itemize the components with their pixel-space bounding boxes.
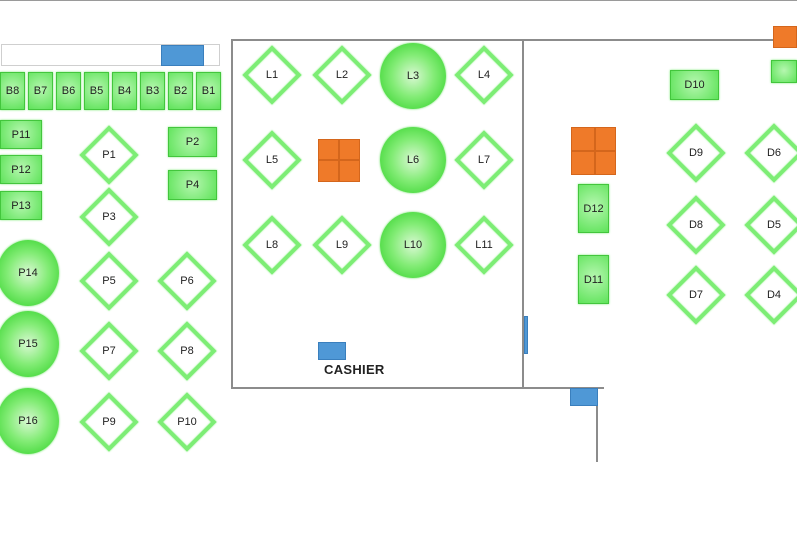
table-d7[interactable]: D7	[666, 265, 726, 325]
lounge-wall-right	[522, 39, 524, 389]
table-b3[interactable]: B3	[140, 72, 165, 110]
table-d5[interactable]: D5	[744, 195, 797, 255]
table-b6[interactable]: B6	[56, 72, 81, 110]
table-p12[interactable]: P12	[0, 155, 42, 184]
table-b2[interactable]: B2	[168, 72, 193, 110]
table-d10[interactable]: D10	[670, 70, 719, 100]
table-l9[interactable]: L9	[312, 215, 372, 275]
table-l10[interactable]: L10	[380, 212, 446, 278]
dining-wall-top	[524, 39, 797, 41]
table-p1[interactable]: P1	[79, 125, 139, 185]
table-p10[interactable]: P10	[157, 392, 217, 452]
lounge-wall-left	[231, 39, 233, 389]
table-d6[interactable]: D6	[744, 123, 797, 183]
cashier-label: CASHIER	[324, 362, 385, 377]
table-b7[interactable]: B7	[28, 72, 53, 110]
table-p3[interactable]: P3	[79, 187, 139, 247]
furniture-block	[571, 127, 595, 151]
table-b5[interactable]: B5	[84, 72, 109, 110]
table-d4[interactable]: D4	[744, 265, 797, 325]
lounge-wall-top	[231, 39, 524, 41]
furniture-block	[339, 160, 360, 182]
table-l3[interactable]: L3	[380, 43, 446, 109]
table-p11[interactable]: P11	[0, 120, 42, 149]
table-p7[interactable]: P7	[79, 321, 139, 381]
table-p6[interactable]: P6	[157, 251, 217, 311]
dining-wall-bottom	[524, 387, 604, 389]
table-l1[interactable]: L1	[242, 45, 302, 105]
table-l5[interactable]: L5	[242, 130, 302, 190]
table-d12[interactable]: D12	[578, 184, 609, 233]
table-p15[interactable]: P15	[0, 311, 59, 377]
table-l4[interactable]: L4	[454, 45, 514, 105]
table-d11[interactable]: D11	[578, 255, 609, 304]
table-p9[interactable]: P9	[79, 392, 139, 452]
table-p5[interactable]: P5	[79, 251, 139, 311]
furniture-block	[595, 127, 616, 151]
table-l2[interactable]: L2	[312, 45, 372, 105]
furniture-block	[571, 151, 595, 175]
top-border	[0, 0, 797, 1]
table-l8[interactable]: L8	[242, 215, 302, 275]
table-b1[interactable]: B1	[196, 72, 221, 110]
table-p14[interactable]: P14	[0, 240, 59, 306]
table-p8[interactable]: P8	[157, 321, 217, 381]
door-marker[interactable]	[524, 316, 528, 354]
table-b8[interactable]: B8	[0, 72, 25, 110]
table-p2[interactable]: P2	[168, 127, 217, 157]
furniture-block	[318, 139, 339, 160]
furniture-block	[339, 139, 360, 160]
table-l6[interactable]: L6	[380, 127, 446, 193]
table-p16[interactable]: P16	[0, 388, 59, 454]
lounge-wall-bottom	[231, 387, 524, 389]
furniture-block	[318, 160, 339, 182]
entrance-marker[interactable]	[570, 388, 598, 406]
table-b4[interactable]: B4	[112, 72, 137, 110]
table-d9[interactable]: D9	[666, 123, 726, 183]
furniture-block	[595, 151, 616, 175]
table-p4[interactable]: P4	[168, 170, 217, 200]
top-right-fixture	[773, 26, 797, 48]
table-l7[interactable]: L7	[454, 130, 514, 190]
table-l11[interactable]: L11	[454, 215, 514, 275]
table-p13[interactable]: P13	[0, 191, 42, 220]
table-top-right[interactable]	[771, 60, 797, 83]
table-d8[interactable]: D8	[666, 195, 726, 255]
cashier-desk[interactable]	[318, 342, 346, 360]
dining-wall-partition	[596, 387, 598, 462]
bar-fixture[interactable]	[161, 45, 204, 66]
